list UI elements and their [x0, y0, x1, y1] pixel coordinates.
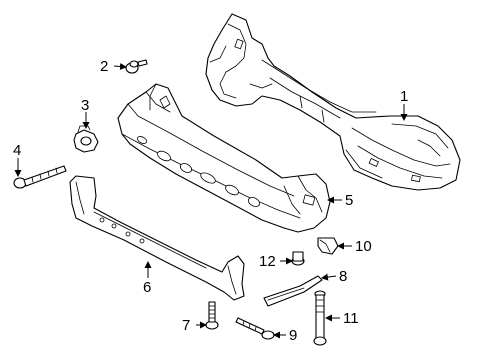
callout-12: 12	[259, 253, 276, 270]
callout-6: 6	[143, 279, 151, 296]
callout-9: 9	[289, 327, 297, 344]
part-7-small-bolt	[205, 301, 219, 330]
part-12-nut	[291, 251, 305, 266]
part-9-bolt	[235, 317, 275, 340]
leader-lines	[14, 63, 408, 339]
part-11-vertical-bolt	[313, 290, 327, 346]
part-6-lower-bracket	[69, 175, 245, 301]
part-1-upper-frame	[205, 13, 461, 191]
leader-8	[321, 273, 337, 281]
callout-5: 5	[345, 192, 353, 209]
callout-labels: 1 2 3 4 5 6 7 8 9 10 11 12	[13, 58, 408, 344]
callout-1: 1	[400, 88, 408, 105]
leader-2	[113, 63, 127, 70]
part-10-clip	[317, 237, 339, 255]
part-2-flange-bolt	[125, 59, 148, 74]
callout-2: 2	[100, 58, 108, 75]
callout-3: 3	[81, 97, 89, 114]
part-4-long-bolt	[13, 165, 67, 189]
callout-7: 7	[182, 317, 190, 334]
callout-10: 10	[355, 238, 372, 255]
part-8-insulator	[263, 275, 323, 307]
callout-4: 4	[13, 142, 21, 159]
part-5-crossmember	[117, 83, 331, 233]
callout-11: 11	[343, 310, 359, 327]
callout-8: 8	[339, 268, 347, 285]
part-3-nut	[73, 125, 99, 153]
